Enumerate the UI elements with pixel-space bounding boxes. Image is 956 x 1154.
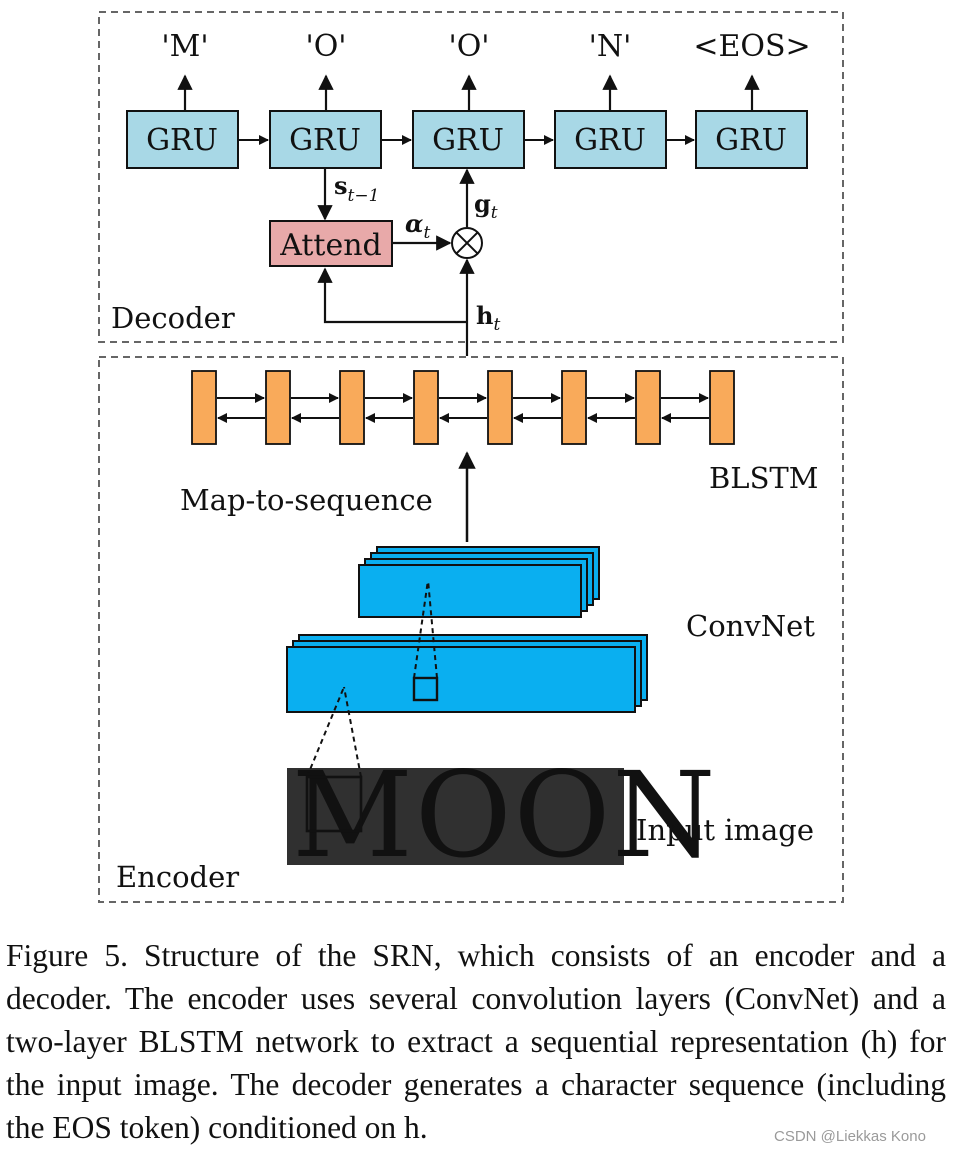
convnet-upper xyxy=(358,546,600,618)
output-arrows xyxy=(177,74,760,110)
input-image-word: MOON xyxy=(292,746,718,884)
attend-block: Attend xyxy=(269,220,393,267)
gru-cell: GRU xyxy=(554,110,667,169)
blstm-label: BLSTM xyxy=(709,461,818,495)
blstm-units xyxy=(191,370,735,445)
feature-to-attend-arrow xyxy=(317,267,467,324)
gru-row: GRU GRU GRU GRU GRU xyxy=(126,110,808,169)
convnet-label: ConvNet xyxy=(686,609,815,643)
figure-caption: Figure 5. Structure of the SRN, which co… xyxy=(6,938,946,1145)
input-image: MOON xyxy=(287,746,718,884)
gru-label: GRU xyxy=(289,123,361,158)
watermark: CSDN @Liekkas Kono xyxy=(774,1128,926,1145)
feature-label: ht xyxy=(476,301,500,335)
gru-cell: GRU xyxy=(695,110,808,169)
decoder-label: Decoder xyxy=(111,301,235,335)
gru-label: GRU xyxy=(574,123,646,158)
gru-label: GRU xyxy=(715,123,787,158)
gru-cell: GRU xyxy=(126,110,239,169)
encoder-panel xyxy=(98,356,844,903)
map-to-sequence-label: Map-to-sequence xyxy=(180,483,433,517)
output-token-eos: <EOS> xyxy=(693,29,810,64)
output-token: 'M' xyxy=(161,29,208,64)
alpha-label: αt xyxy=(405,209,430,243)
state-label: st−1 xyxy=(334,171,379,206)
gru-label: GRU xyxy=(432,123,504,158)
decoder-outputs: 'M' 'O' 'O' 'N' <EOS> xyxy=(161,29,810,64)
multiply-node-icon xyxy=(451,227,483,259)
gru-label: GRU xyxy=(146,123,218,158)
blstm-arrows xyxy=(217,393,709,423)
receptive-field-lower xyxy=(305,686,363,833)
convnet-lower xyxy=(286,634,648,713)
encoder-label: Encoder xyxy=(116,860,239,894)
output-token: 'N' xyxy=(589,29,632,64)
output-token: 'O' xyxy=(448,29,489,64)
receptive-field-upper xyxy=(412,579,439,702)
decoder-panel xyxy=(98,11,844,343)
attend-label: Attend xyxy=(279,228,382,263)
output-token: 'O' xyxy=(305,29,346,64)
gru-cell: GRU xyxy=(412,110,525,169)
glimpse-label: gt xyxy=(474,189,498,223)
gru-cell: GRU xyxy=(269,110,382,169)
srn-diagram: Decoder 'M' 'O' 'O' 'N' <EOS> GRU GRU GR… xyxy=(98,11,844,903)
input-image-label: Input image xyxy=(636,813,814,847)
